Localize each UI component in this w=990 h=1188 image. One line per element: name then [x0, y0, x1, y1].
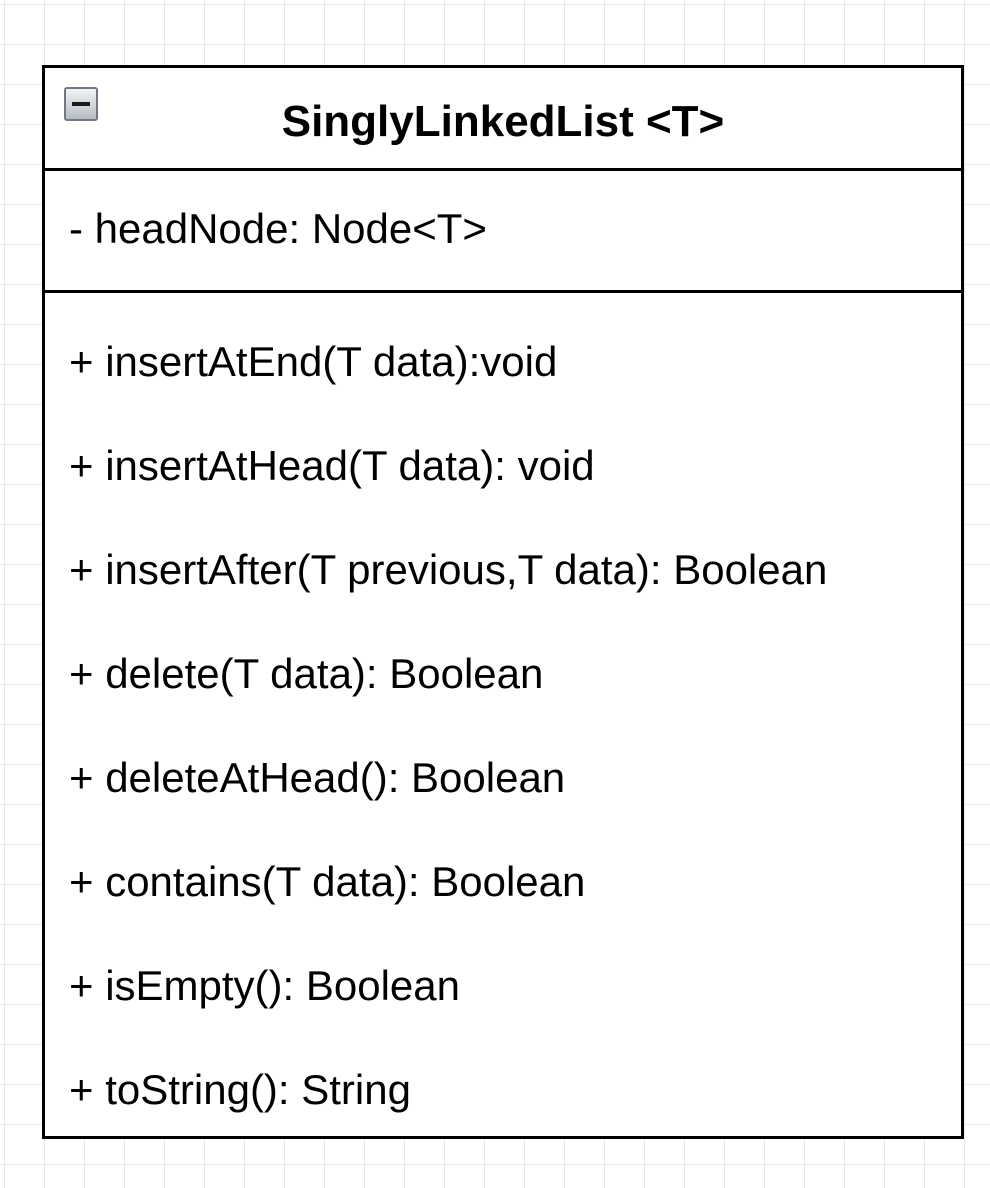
- method-item: + delete(T data): Boolean: [69, 650, 544, 697]
- method-item: + insertAfter(T previous,T data): Boolea…: [69, 546, 828, 593]
- method-item: + insertAtHead(T data): void: [69, 442, 595, 489]
- method-item: + contains(T data): Boolean: [69, 858, 586, 905]
- attributes-compartment: - headNode: Node<T>: [45, 171, 961, 293]
- minus-icon: [72, 102, 90, 106]
- attribute-item: - headNode: Node<T>: [69, 205, 487, 252]
- method-item: + deleteAtHead(): Boolean: [69, 754, 566, 801]
- class-header: SinglyLinkedList <T>: [45, 68, 961, 171]
- class-name: SinglyLinkedList <T>: [281, 97, 725, 146]
- method-item: + insertAtEnd(T data):void: [69, 338, 558, 385]
- uml-class-box[interactable]: SinglyLinkedList <T> - headNode: Node<T>…: [42, 65, 964, 1139]
- method-item: + toString(): String: [69, 1066, 411, 1113]
- method-item: + isEmpty(): Boolean: [69, 962, 461, 1009]
- collapse-toggle-icon[interactable]: [64, 87, 98, 121]
